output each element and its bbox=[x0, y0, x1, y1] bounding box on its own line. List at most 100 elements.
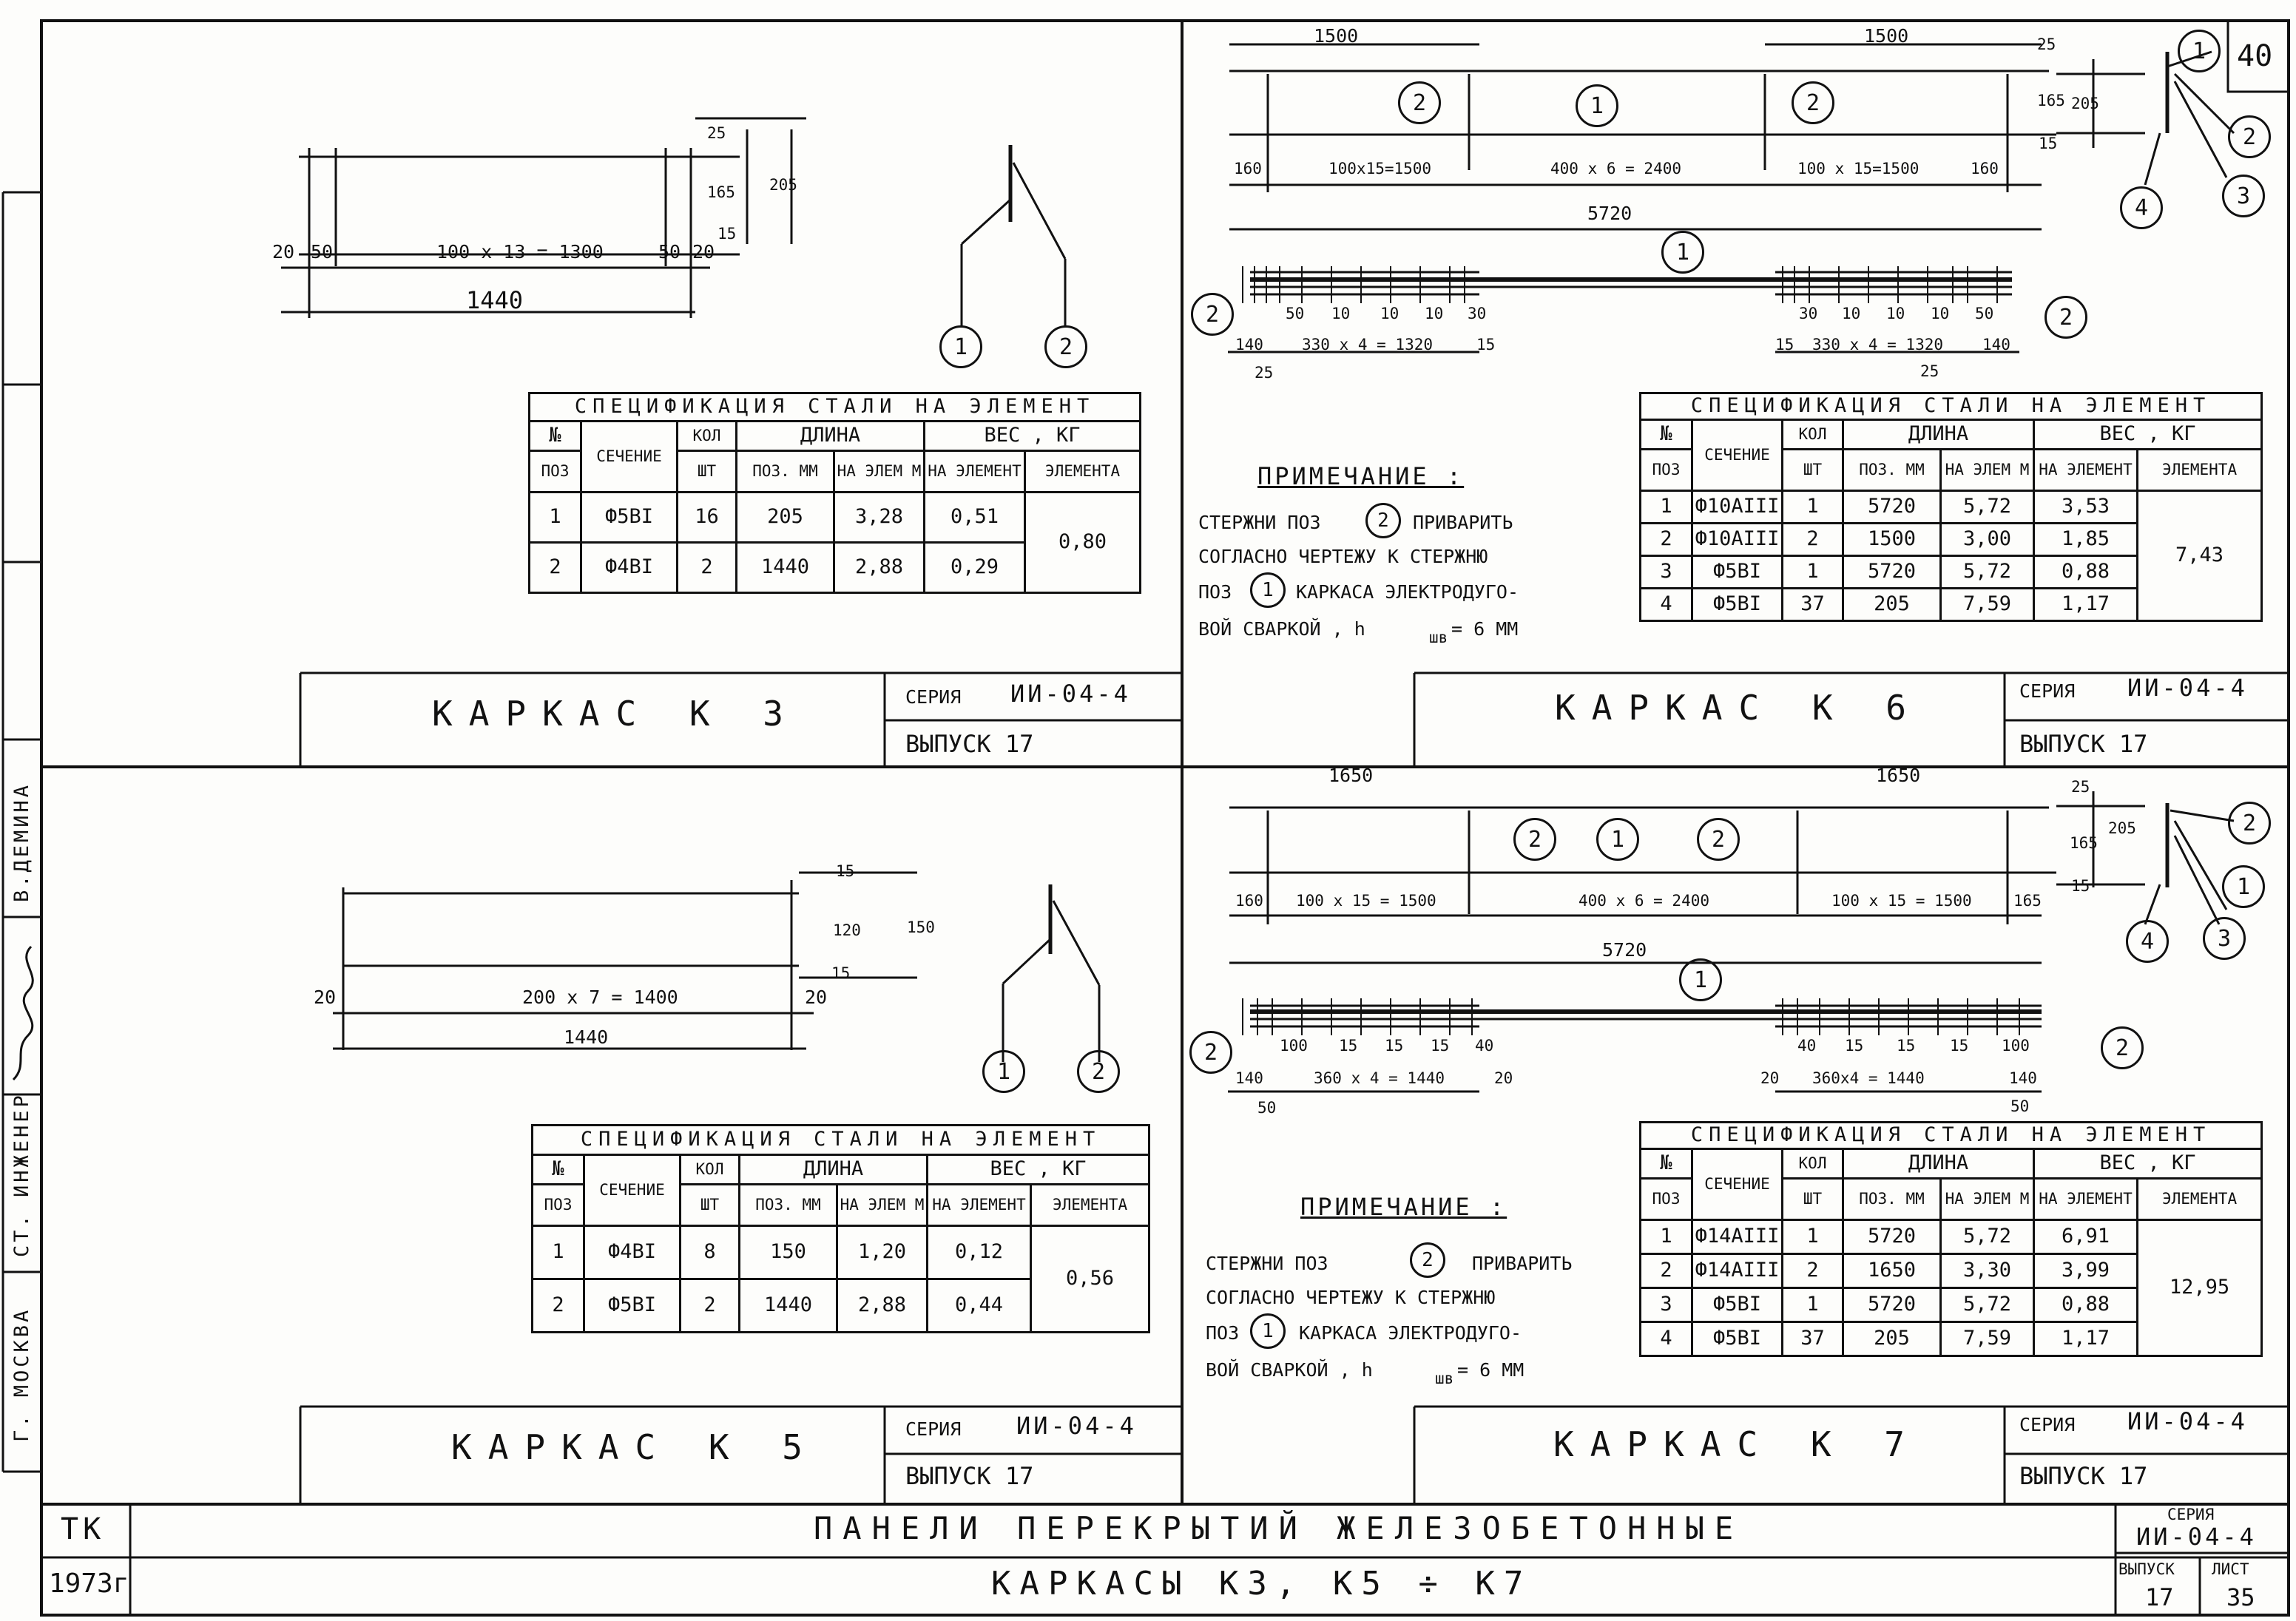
table-cell: 2 bbox=[1781, 1253, 1844, 1289]
k7-dim-top-right: 1650 bbox=[1876, 765, 1921, 786]
k6-dim-160-left: 160 bbox=[1234, 160, 1262, 177]
engineer-name: В.ДЕМИНА bbox=[10, 782, 33, 902]
k6-dim-s3: 100 х 15=1500 bbox=[1797, 160, 1919, 177]
table-cell: 2 bbox=[679, 1278, 740, 1333]
k7-h-length: ДЛИНА bbox=[1842, 1148, 2035, 1180]
table-cell: 7,59 bbox=[1939, 1321, 2035, 1357]
k6-dim-l140: 140 bbox=[1235, 336, 1263, 353]
k7-issue: ВЫПУСК 17 bbox=[2019, 1462, 2148, 1490]
table-cell: 5,72 bbox=[1939, 490, 2035, 524]
k6-h-weight: ВЕС , КГ bbox=[2032, 419, 2263, 450]
k6-marker-1b: 1 bbox=[1661, 231, 1704, 274]
k5-marker-1: 1 bbox=[982, 1050, 1025, 1093]
k6-dim-pb: 10 bbox=[1842, 305, 1861, 322]
k7-marker-2c: 2 bbox=[1189, 1031, 1232, 1074]
engineer-role: СТ. ИНЖЕНЕР bbox=[10, 1092, 33, 1257]
titleblock-series-label: СЕРИЯ bbox=[2167, 1506, 2215, 1523]
k6-marker-2d: 2 bbox=[2045, 296, 2087, 339]
k6-dim-25-left: 25 bbox=[1255, 364, 1274, 382]
note-text: шв bbox=[1429, 629, 1448, 646]
note-text: = 6 ММ bbox=[1457, 1359, 1525, 1381]
k6-marker-1a: 1 bbox=[1576, 84, 1618, 127]
note-text: ПРИВАРИТЬ bbox=[1472, 1253, 1573, 1274]
city-label: Г. МОСКВА bbox=[10, 1307, 33, 1442]
table-cell: 1,17 bbox=[2033, 587, 2138, 622]
k7-dim-l-span: 360 х 4 = 1440 bbox=[1314, 1069, 1445, 1087]
k7-h-len-elem: НА ЭЛЕМ М bbox=[1939, 1177, 2035, 1221]
k5-series-value: ИИ-04-4 bbox=[1016, 1412, 1137, 1440]
k6-marker-2a: 2 bbox=[1398, 81, 1441, 124]
k3-series-label: СЕРИЯ bbox=[905, 686, 962, 708]
k7-marker-1c: 1 bbox=[2222, 865, 2265, 908]
table-cell: 2 bbox=[531, 1278, 585, 1333]
k7-dim-total: 5720 bbox=[1602, 939, 1647, 961]
table-cell: Ф4ВI bbox=[583, 1225, 681, 1280]
k6-dim-pa: 30 bbox=[1468, 305, 1487, 322]
table-cell: 1 bbox=[1639, 1219, 1693, 1255]
k7-h-weight: ВЕС , КГ bbox=[2032, 1148, 2263, 1180]
k6-dim-pb: 10 bbox=[1886, 305, 1905, 322]
k5-dim-15-top: 15 bbox=[836, 862, 855, 880]
table-cell: 5720 bbox=[1842, 1287, 1942, 1323]
table-cell: 2 bbox=[1639, 1253, 1693, 1289]
k6-series-value: ИИ-04-4 bbox=[2127, 674, 2248, 702]
k7-marker-2e: 2 bbox=[2228, 802, 2271, 845]
k6-dim-pa: 50 bbox=[1286, 305, 1305, 322]
note-text: ПРИВАРИТЬ bbox=[1413, 512, 1513, 533]
k6-marker-4: 4 bbox=[2120, 186, 2163, 229]
table-cell: 37 bbox=[1781, 587, 1844, 622]
table-cell: 1650 bbox=[1842, 1253, 1942, 1289]
table-cell: Ф14АIII bbox=[1691, 1253, 1783, 1289]
k6-dim-l-span: 330 х 4 = 1320 bbox=[1302, 336, 1434, 353]
k7-dim-pa: 15 bbox=[1339, 1037, 1358, 1055]
k5-h-len-pos: ПОЗ. ММ bbox=[738, 1183, 838, 1227]
table-cell: 3 bbox=[1639, 1287, 1693, 1323]
k7-dim-pa: 100 bbox=[1280, 1037, 1308, 1055]
k5-h-pos: ПОЗ bbox=[531, 1183, 585, 1227]
k3-h-len-elem: НА ЭЛЕМ М bbox=[833, 450, 925, 493]
table-cell: 1440 bbox=[738, 1278, 838, 1333]
table-cell: Ф10АIII bbox=[1691, 490, 1783, 524]
titleblock-sheet-value: 35 bbox=[2226, 1583, 2255, 1611]
titleblock-year: 1973г bbox=[49, 1568, 129, 1599]
table-cell: 4 bbox=[1639, 1321, 1693, 1357]
note-marker-2: 2 bbox=[1365, 503, 1401, 538]
k7-dim-top-left: 1650 bbox=[1328, 765, 1374, 786]
table-cell: 5,72 bbox=[1939, 555, 2035, 589]
k7-dim-pb: 15 bbox=[1845, 1037, 1864, 1055]
table-cell: 2 bbox=[676, 541, 737, 594]
k5-total-weight: 0,56 bbox=[1029, 1225, 1151, 1333]
note-marker-1: 1 bbox=[1250, 572, 1286, 608]
k3-h-length: ДЛИНА bbox=[735, 420, 925, 452]
k3-h-qty: КОЛ bbox=[676, 420, 737, 452]
k3-h-no: № bbox=[528, 420, 582, 452]
k5-spec-title: СПЕЦИФИКАЦИЯ СТАЛИ НА ЭЛЕМЕНТ bbox=[530, 1124, 1151, 1156]
k6-dim-s1: 100х15=1500 bbox=[1328, 160, 1432, 177]
k3-total-weight: 0,80 bbox=[1023, 491, 1142, 594]
k3-h-pos: ПОЗ bbox=[528, 450, 582, 493]
sheet-number: 40 bbox=[2237, 39, 2273, 73]
table-cell: Ф5ВI bbox=[1691, 555, 1783, 589]
k7-marker-2d: 2 bbox=[2101, 1026, 2144, 1069]
table-cell: 6,91 bbox=[2033, 1219, 2138, 1255]
k6-dim-pb: 30 bbox=[1799, 305, 1818, 322]
k6-dim-15: 15 bbox=[2039, 135, 2058, 152]
note-text: СОГЛАСНО ЧЕРТЕЖУ К СТЕРЖНЮ bbox=[1198, 546, 1488, 567]
table-cell: 5,72 bbox=[1939, 1219, 2035, 1255]
titleblock-org: ТК bbox=[61, 1512, 106, 1546]
k6-dim-205: 205 bbox=[2071, 95, 2099, 112]
note-text: СТЕРЖНИ ПОЗ bbox=[1198, 512, 1321, 533]
table-cell: 3,28 bbox=[833, 491, 925, 544]
k5-dim-total: 1440 bbox=[564, 1026, 609, 1048]
table-cell: 2 bbox=[528, 541, 582, 594]
k5-series-label: СЕРИЯ bbox=[905, 1418, 962, 1440]
table-cell: 0,88 bbox=[2033, 1287, 2138, 1323]
table-cell: 2,88 bbox=[836, 1278, 928, 1333]
table-cell: 5,72 bbox=[1939, 1287, 2035, 1323]
k7-marker-3: 3 bbox=[2203, 917, 2246, 960]
